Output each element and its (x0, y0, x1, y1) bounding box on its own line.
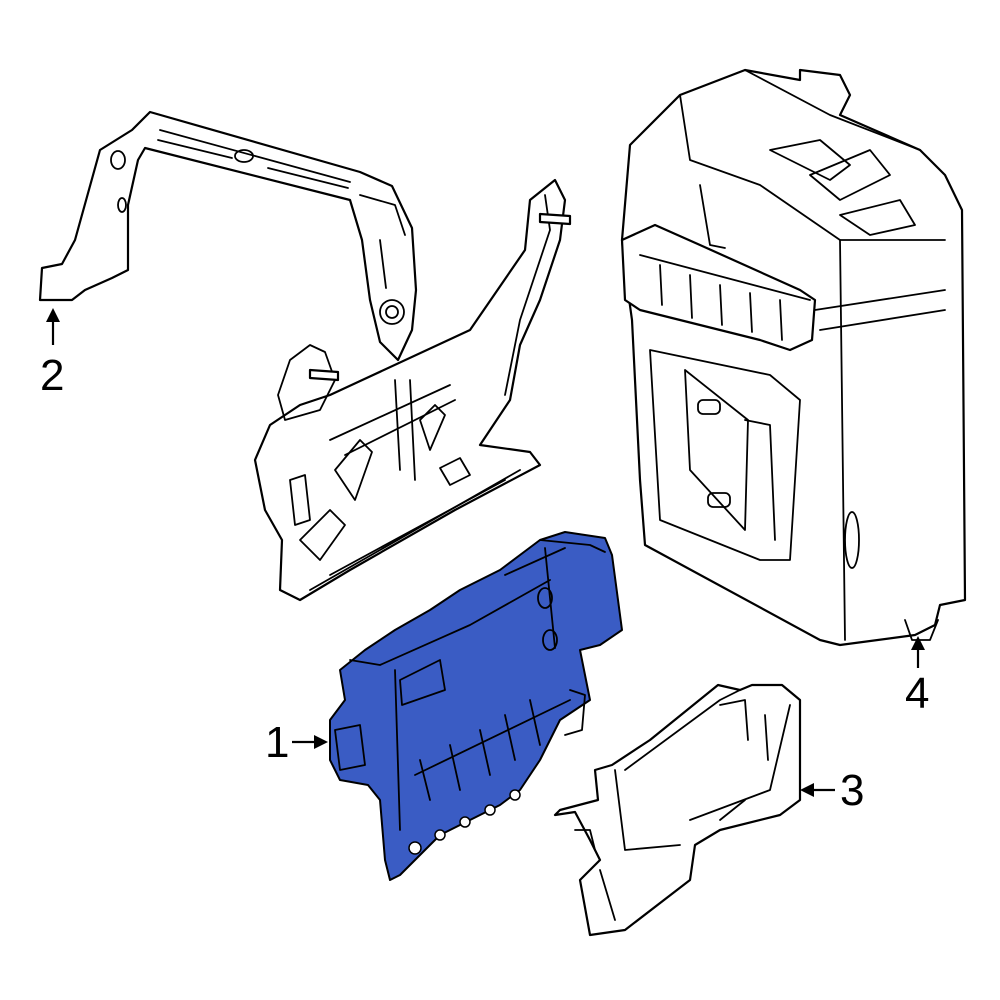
callout-4-label: 4 (905, 669, 929, 718)
part-2-bracket (38, 110, 572, 602)
callout-1-label: 1 (265, 718, 289, 767)
part-1-control-module (329, 531, 623, 881)
callout-2-label: 2 (40, 351, 64, 400)
part-4-housing (620, 68, 967, 647)
callout-3: 3 (800, 766, 864, 815)
part-3-tray (553, 683, 802, 937)
callout-2: 2 (40, 308, 64, 400)
callout-1: 1 (265, 718, 328, 767)
callout-3-label: 3 (840, 766, 864, 815)
callout-4: 4 (905, 636, 929, 718)
